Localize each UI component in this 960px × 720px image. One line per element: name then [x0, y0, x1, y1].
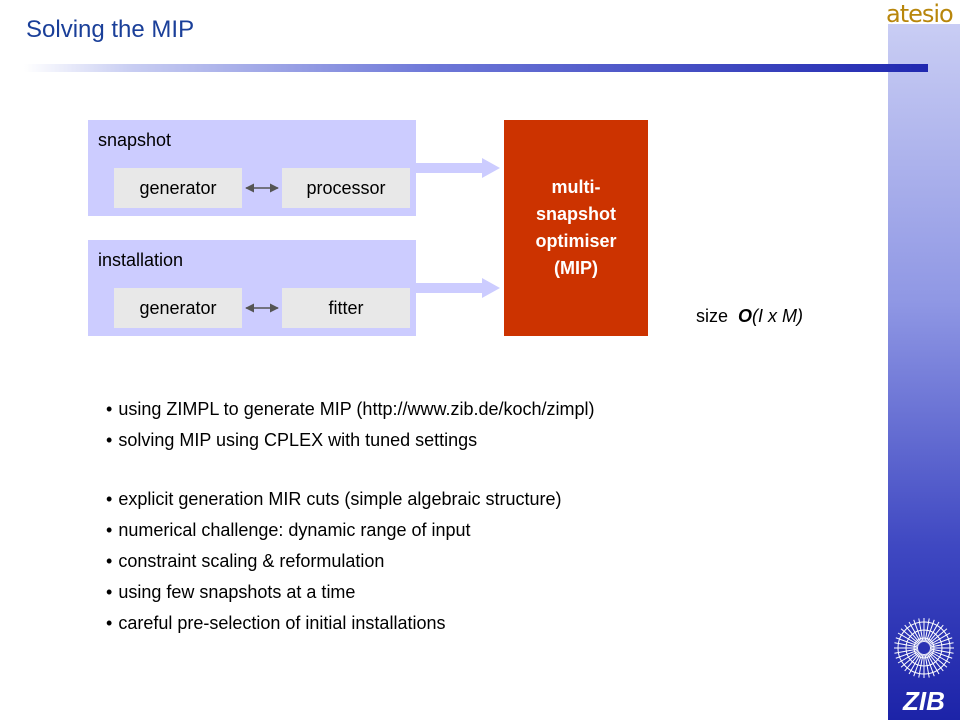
zib-logo-ring — [913, 637, 935, 659]
zib-logo-text: ZIB — [902, 686, 945, 716]
list-item: solving MIP using CPLEX with tuned setti… — [106, 425, 595, 456]
multi-snapshot-optimiser-box: multi- snapshot optimiser (MIP) — [504, 120, 648, 336]
installation-to-optimiser-arrow — [416, 278, 500, 298]
atesio-logo: atesio — [886, 0, 954, 28]
optimiser-line-4: (MIP) — [554, 258, 598, 278]
list-item: using ZIMPL to generate MIP (http://www.… — [106, 394, 594, 425]
installation-fitter-box: fitter — [282, 288, 410, 328]
title-underline — [24, 64, 928, 72]
zib-logo-ring — [897, 621, 951, 675]
bullet-list-techniques: explicit generation MIR cuts (simple alg… — [106, 484, 561, 639]
snapshot-label: snapshot — [98, 130, 172, 150]
installation-generator-box: generator — [114, 288, 242, 328]
side-gradient-bar — [888, 24, 960, 720]
bullet-list-tools: using ZIMPL to generate MIP (http://www.… — [106, 394, 595, 456]
optimiser-line-2: snapshot — [535, 204, 616, 224]
list-item: careful pre-selection of initial install… — [106, 608, 561, 639]
page-title: Solving the MIP — [26, 16, 195, 43]
size-prefix: size — [696, 306, 729, 326]
snapshot-group: snapshot generator processor — [88, 120, 416, 216]
size-big-o: O — [738, 306, 753, 326]
size-complexity-label: size O(I x M) — [696, 306, 803, 327]
list-item: constraint scaling & reformulation — [106, 546, 561, 577]
zib-logo-ring — [905, 629, 943, 667]
snapshot-processor-box: processor — [282, 168, 410, 208]
snapshot-generator-box: generator — [114, 168, 242, 208]
list-item: using few snapshots at a time — [106, 577, 561, 608]
installation-label: installation — [98, 250, 184, 270]
list-item: explicit generation MIR cuts (simple alg… — [106, 484, 561, 515]
snapshot-to-optimiser-arrow — [416, 158, 500, 178]
size-expression: (I x M) — [752, 306, 804, 326]
optimiser-line-1: multi- — [551, 177, 601, 197]
optimiser-line-3: optimiser — [535, 231, 617, 251]
installation-group: installation generator fitter — [88, 240, 416, 336]
list-item: numerical challenge: dynamic range of in… — [106, 515, 561, 546]
zib-logo: ZIB — [894, 618, 954, 716]
